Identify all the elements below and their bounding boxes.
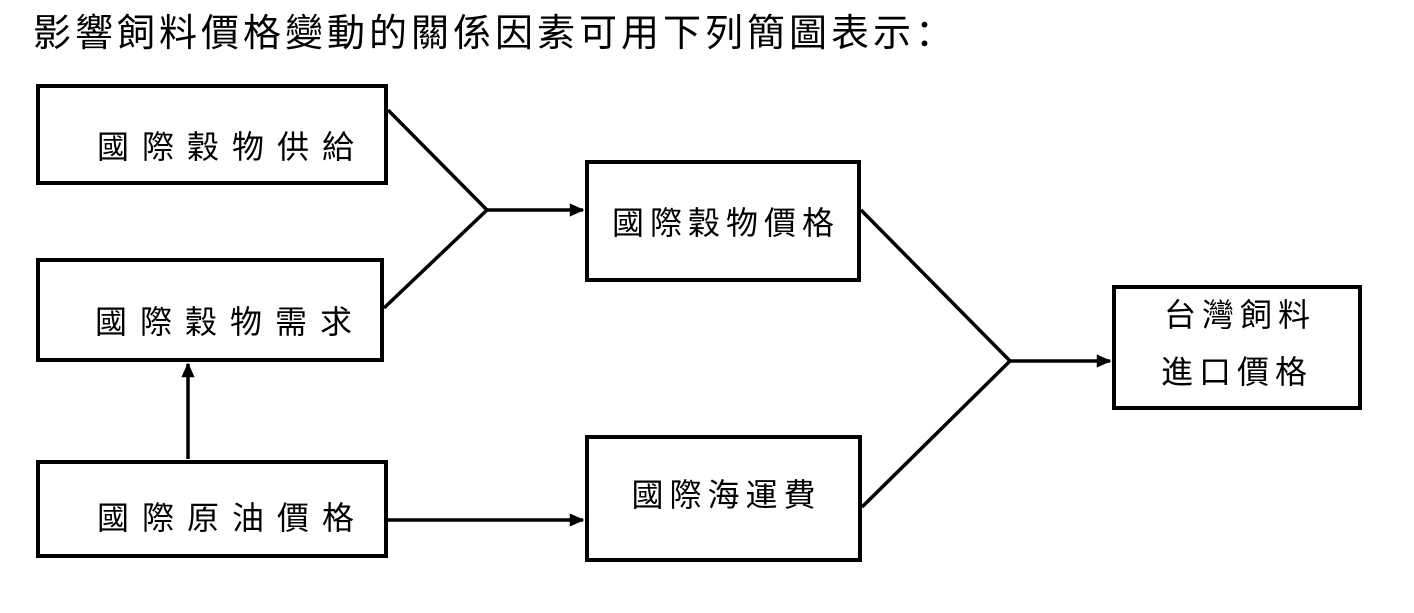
edge-ocean-freight-to-junction2 (860, 359, 1012, 509)
node-international-grain-demand: 國際穀物需求 (36, 258, 384, 362)
node-international-ocean-freight: 國際海運費 (585, 435, 862, 562)
edge-grain-demand-to-junction1 (382, 208, 489, 310)
edge-grain-price-to-junction2 (859, 208, 1012, 363)
edge-grain-supply-to-junction1 (386, 108, 489, 212)
node-international-crude-oil-price: 國際原油價格 (36, 460, 388, 558)
node-label: 國際穀物價格 (611, 205, 840, 241)
node-international-grain-price: 國際穀物價格 (585, 160, 861, 282)
node-taiwan-feed-import-price: 台灣飼料 進口價格 (1112, 285, 1362, 410)
node-label: 國際穀物需求 (94, 304, 365, 340)
diagram-title: 影響飼料價格變動的關係因素可用下列簡圖表示： (33, 13, 958, 55)
node-label: 台灣飼料 進口價格 (1160, 296, 1316, 390)
node-label: 國際穀物供給 (96, 128, 367, 165)
node-label: 國際海運費 (631, 476, 822, 513)
node-label: 國際原油價格 (96, 500, 367, 536)
node-international-grain-supply: 國際穀物供給 (36, 84, 388, 185)
